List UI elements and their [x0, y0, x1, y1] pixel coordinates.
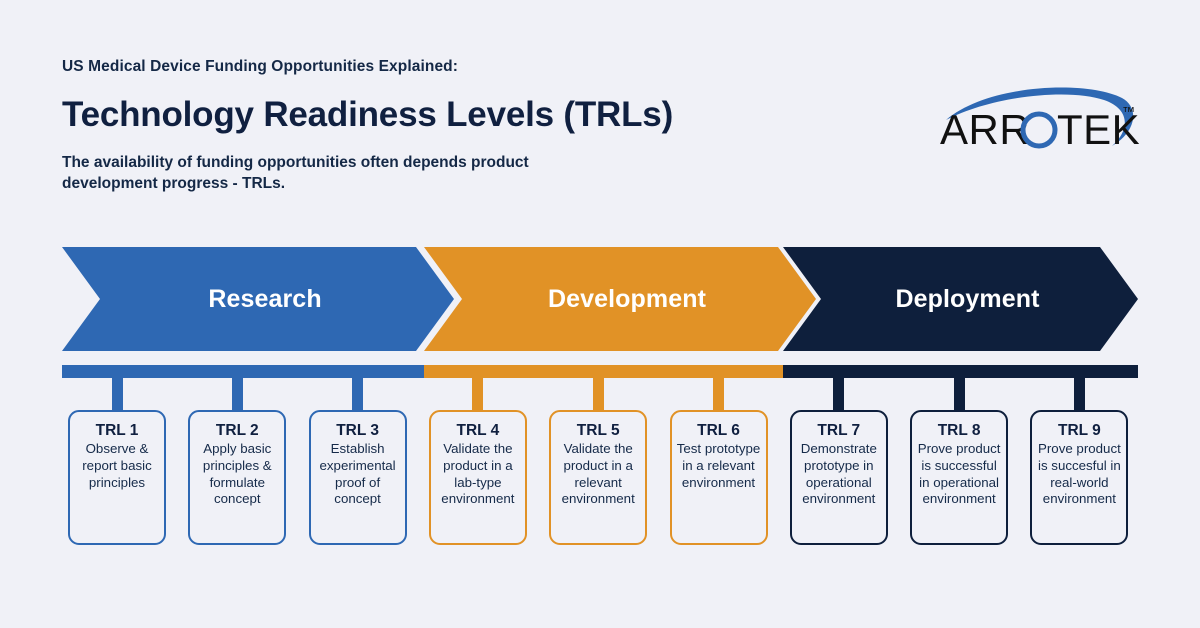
trl-card-body: Prove product is succesful in real-world…	[1038, 441, 1121, 507]
trl-card-title: TRL 5	[576, 422, 620, 439]
page-title: Technology Readiness Levels (TRLs)	[62, 94, 674, 134]
trl-card[interactable]: TRL 3 Establish experimental proof of con…	[308, 410, 407, 545]
trl-card[interactable]: TRL 8 Prove product is successful in oper…	[910, 410, 1009, 545]
phase-chevron-development: Development	[424, 247, 816, 351]
trl-card-title: TRL 8	[937, 422, 981, 439]
arrotek-logo: ARR TEK ™	[936, 82, 1148, 154]
trl-card[interactable]: TRL 9 Prove product is succesful in real-…	[1030, 410, 1129, 545]
phase-label-development: Development	[547, 284, 707, 313]
trl-card-title: TRL 7	[817, 422, 861, 439]
trl-card-title: TRL 3	[336, 422, 379, 439]
logo-trademark-symbol: ™	[1122, 104, 1135, 119]
logo-wordmark-part-a: ARR	[940, 106, 1030, 153]
phase-label-research: Research	[208, 284, 322, 313]
connector-stem	[231, 378, 243, 412]
trl-card[interactable]: TRL 1 Observe & report basic principles	[68, 410, 166, 545]
trl-card-title: TRL 4	[456, 422, 500, 439]
logo-o-circle-icon	[1020, 111, 1058, 149]
trl-card-title: TRL 1	[95, 422, 139, 439]
trl-card[interactable]: TRL 5 Validate the product in a relevant …	[549, 410, 648, 545]
trl-card-body: Validate the product in a relevant envir…	[561, 441, 635, 507]
trl-card[interactable]: TRL 7 Demonstrate prototype in operationa…	[789, 410, 888, 545]
trl-card-title: TRL 9	[1058, 422, 1101, 439]
header-block: US Medical Device Funding Opportunities …	[62, 58, 722, 195]
subtitle-text: The availability of funding opportunitie…	[62, 153, 529, 193]
phase-chevron-band: Research Development Deployment	[0, 247, 1200, 351]
connector-stem	[1073, 378, 1085, 412]
trl-card-body: Apply basic principles & formulate conce…	[202, 441, 272, 507]
trl-card-title: TRL 2	[215, 422, 259, 439]
rail-development	[424, 365, 783, 378]
trl-card-body: Demonstrate prototype in operational env…	[800, 441, 877, 507]
connector-stem	[953, 378, 965, 412]
phase-chevron-research: Research	[62, 247, 454, 351]
eyebrow-text: US Medical Device Funding Opportunities …	[62, 58, 458, 75]
trl-card-body: Validate the product in a lab-type envir…	[441, 441, 515, 507]
rail-research	[62, 365, 424, 378]
logo-wordmark-part-b: TEK	[1057, 106, 1140, 153]
trl-card-body: Prove product is successful in operation…	[917, 441, 1001, 507]
trl-card-body: Observe & report basic principles	[82, 441, 152, 490]
connector-stem	[111, 378, 123, 412]
connector-stem	[833, 378, 845, 412]
phase-label-deployment: Deployment	[895, 284, 1040, 313]
trl-card-body: Establish experimental proof of concept	[319, 441, 396, 507]
phase-chevron-deployment: Deployment	[783, 247, 1138, 351]
rail-deployment	[783, 365, 1138, 378]
trl-card-body: Test prototype in a relevant environment	[676, 441, 761, 490]
trl-card[interactable]: TRL 6 Test prototype in a relevant enviro…	[669, 410, 768, 545]
logo-swoosh-icon	[946, 87, 1134, 146]
trl-card-title: TRL 6	[697, 422, 740, 439]
trl-card[interactable]: TRL 2 Apply basic principles & formulate …	[188, 410, 287, 545]
connector-stem	[352, 378, 364, 412]
logo-svg: ARR TEK ™	[940, 87, 1140, 153]
connector-stem	[713, 378, 724, 412]
connector-stem	[592, 378, 604, 412]
trl-card[interactable]: TRL 4 Validate the product in a lab-type …	[428, 410, 527, 545]
connector-stem	[472, 378, 484, 412]
